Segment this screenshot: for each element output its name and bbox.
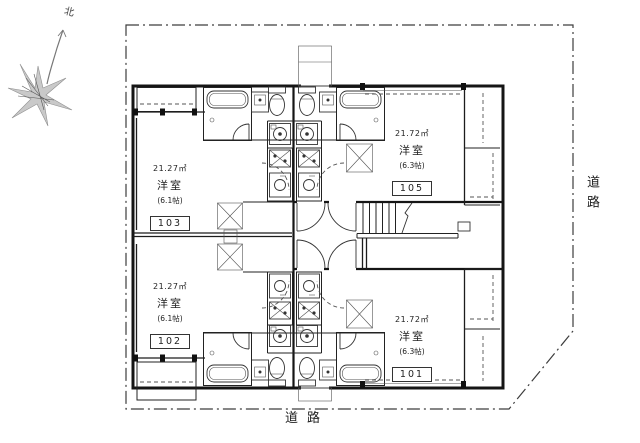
kitchen-icon [296, 147, 322, 202]
unit-number-badge: 103 [150, 216, 190, 231]
unit-area: 21.27㎡ [153, 282, 187, 291]
unit-101-fixtures [293, 268, 500, 388]
vanity-icon [251, 91, 269, 113]
staircase [356, 202, 471, 269]
pipe-shaft-icon [217, 202, 243, 244]
unit-tatami-size: (6.3帖) [399, 347, 425, 356]
road-label-south: 道路 [285, 411, 330, 426]
room-door-arc [316, 162, 345, 191]
kitchen-icon [267, 271, 293, 326]
toilet-icon [298, 86, 316, 116]
washer-icon [269, 325, 291, 347]
unit-tatami-size: (6.1帖) [157, 314, 183, 323]
unit-103-label: 21.27㎡ 洋室 (6.1帖) 103 [135, 163, 205, 231]
unit-105-fixtures [293, 83, 500, 206]
unit-room-type: 洋室 [399, 144, 425, 157]
bath-unit-icon [203, 332, 252, 386]
site-boundary [125, 24, 574, 410]
unit-number-badge: 105 [392, 181, 432, 196]
balcony-west-lower [133, 354, 205, 401]
unit-room-type: 洋室 [157, 179, 183, 192]
washer-icon [296, 123, 318, 145]
pipe-shaft-icon [346, 299, 373, 329]
washer-icon [269, 123, 291, 145]
toilet-icon [298, 357, 316, 387]
vanity-icon [319, 91, 337, 113]
unit-area: 21.72㎡ [395, 315, 429, 324]
unit-room-type: 洋室 [157, 297, 183, 310]
road-label-east: 道路 [584, 175, 599, 215]
kitchen-icon [296, 271, 322, 326]
unit-tatami-size: (6.3帖) [399, 161, 425, 170]
unit-102-label: 21.27㎡ 洋室 (6.1帖) 102 [135, 281, 205, 349]
kitchen-icon [267, 147, 293, 202]
room-door-arc [316, 280, 345, 309]
pipe-shaft-icon [217, 243, 243, 271]
closet [463, 268, 500, 387]
unit-area: 21.72㎡ [395, 129, 429, 138]
vanity-icon [251, 359, 269, 381]
compass-rose-icon [7, 29, 73, 127]
room-door-arc [261, 162, 290, 191]
unit-103-fixtures [203, 86, 293, 244]
unit-area: 21.27㎡ [153, 164, 187, 173]
pipe-shaft-icon [346, 143, 373, 173]
room-door-arc [261, 280, 290, 309]
vanity-icon [319, 359, 337, 381]
bath-unit-icon [203, 87, 252, 141]
unit-101-label: 21.72㎡ 洋室 (6.3帖) 101 [377, 314, 447, 382]
unit-number-badge: 101 [392, 367, 432, 382]
toilet-icon [268, 86, 286, 116]
balcony-west-upper [133, 87, 205, 116]
toilet-icon [268, 357, 286, 387]
entrance-porch [298, 45, 332, 402]
washer-icon [296, 325, 318, 347]
unit-number-badge: 102 [150, 334, 190, 349]
hall-door-arcs [296, 202, 357, 269]
unit-102-fixtures [203, 243, 293, 387]
closet [463, 88, 500, 206]
unit-105-label: 21.72㎡ 洋室 (6.3帖) 105 [377, 128, 447, 196]
unit-room-type: 洋室 [399, 330, 425, 343]
unit-tatami-size: (6.1帖) [157, 196, 183, 205]
